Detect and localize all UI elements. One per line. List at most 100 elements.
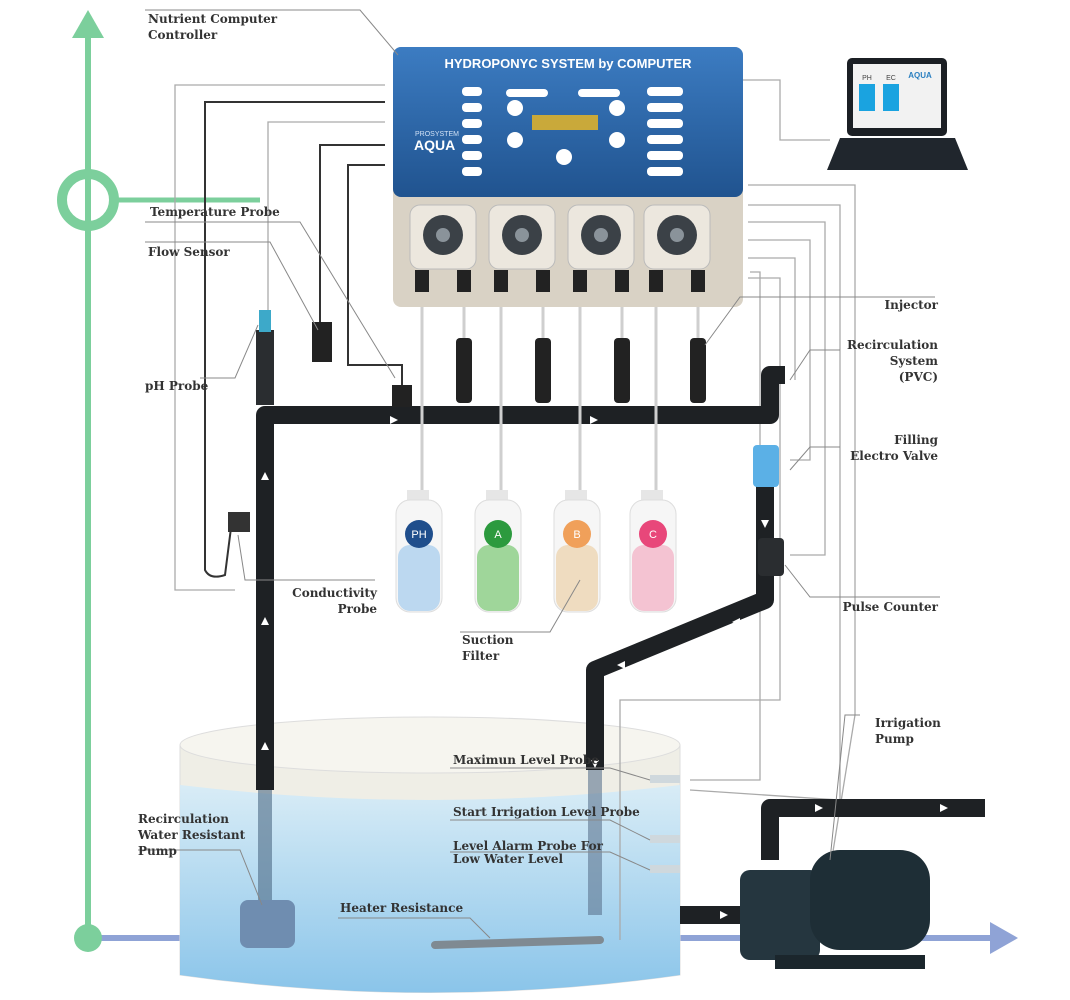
brand-small: PROSYSTEM: [415, 131, 459, 138]
panel-button: [462, 87, 482, 96]
flow-arrows: [261, 416, 948, 919]
water-tank: [179, 716, 681, 993]
label-controller-2: Controller: [148, 28, 218, 42]
panel-button: [462, 167, 482, 176]
flow-arrow-up-icon: [261, 617, 269, 625]
bottle-label: B: [573, 529, 580, 541]
label-recirc-pump-2: Water Resistant: [137, 828, 246, 842]
irrigation-pump: [740, 850, 930, 969]
pipes: [228, 310, 985, 924]
pump-fitting: [494, 270, 508, 292]
label-temperature-probe: Temperature Probe: [150, 205, 280, 219]
label-filling-valve-2: Electro Valve: [850, 449, 938, 463]
label-heater: Heater Resistance: [340, 901, 463, 915]
flow-arrow-right-icon: [720, 911, 728, 919]
panel-button: [578, 89, 620, 97]
laptop-ph-tile: PH: [862, 75, 872, 82]
flow-sensor: [312, 322, 332, 362]
injector: [535, 338, 551, 403]
pump-fitting: [649, 270, 663, 292]
label-recirc-system-3: (PVC): [899, 370, 938, 384]
panel-button: [462, 119, 482, 128]
label-irrigation-pump-2: Pump: [875, 732, 914, 746]
laptop: PH EC AQUA: [827, 58, 968, 170]
panel-button: [506, 89, 548, 97]
bottle-badge: [639, 520, 667, 548]
bottle-badge: [563, 520, 591, 548]
flow-arrow-down-icon: [761, 520, 769, 528]
lcd-display: [532, 115, 598, 130]
laptop-ec-tile: EC: [886, 75, 896, 82]
laptop-brand: AQUA: [908, 71, 932, 80]
pump-hub: [670, 228, 684, 242]
pump-fitting: [615, 270, 629, 292]
flow-arrow-up-icon: [261, 472, 269, 480]
label-recirc-system-1: Recirculation: [847, 338, 938, 352]
bottle-label: PH: [411, 529, 426, 541]
label-ph-probe: pH Probe: [145, 379, 209, 393]
label-max-level: Maximun Level Probe: [453, 753, 599, 767]
conductivity-probe: [228, 512, 250, 532]
pump-fitting: [415, 270, 429, 292]
flow-arrow-down-icon: [591, 760, 599, 768]
label-conductivity-1: Conductivity: [292, 586, 378, 600]
bottle-badge: [484, 520, 512, 548]
panel-button: [647, 151, 683, 160]
pulse-counter: [758, 538, 784, 576]
label-recirc-system-2: System: [890, 354, 939, 368]
axis-arrow-right-icon: [990, 922, 1018, 954]
panel-round-button: [556, 149, 572, 165]
label-level-alarm-2: Low Water Level: [453, 852, 564, 866]
flow-arrow-up-icon: [261, 742, 269, 750]
label-start-irrigation: Start Irrigation Level Probe: [453, 805, 640, 819]
panel-button: [647, 135, 683, 144]
panel-buttons: [462, 87, 683, 176]
label-flow-sensor: Flow Sensor: [148, 245, 230, 259]
controller-title: HYDROPONYC SYSTEM by COMPUTER: [444, 56, 692, 71]
panel-round-button: [507, 132, 523, 148]
nutrient-computer-controller: HYDROPONYC SYSTEM by COMPUTER PROSYSTEM …: [393, 47, 743, 307]
panel-button: [462, 103, 482, 112]
pump-fitting: [536, 270, 550, 292]
brand-aqua: AQUA: [414, 137, 455, 153]
panel-button: [462, 135, 482, 144]
pump-hub: [594, 228, 608, 242]
flow-arrow-right-icon: [940, 804, 948, 812]
label-conductivity-2: Probe: [338, 602, 378, 616]
panel-round-button: [609, 132, 625, 148]
ph-probe-tip: [259, 310, 271, 332]
panel-button: [462, 151, 482, 160]
flow-arrow-left-icon: [732, 618, 740, 626]
pump-hub: [436, 228, 450, 242]
label-level-alarm-1: Level Alarm Probe For: [453, 839, 604, 853]
bottle-cap: [407, 490, 429, 502]
axis-origin-dot: [74, 924, 102, 952]
bottle-cap: [565, 490, 587, 502]
bottles: PH A B C: [395, 292, 706, 613]
level-probes: [650, 775, 680, 873]
label-irrigation-pump-1: Irrigation: [875, 716, 941, 730]
leader-lines: [138, 9, 940, 939]
ph-probe: [256, 330, 274, 405]
pump-fitting: [573, 270, 587, 292]
panel-round-button: [507, 100, 523, 116]
filling-electro-valve: [753, 445, 779, 487]
label-filling-valve-1: Filling: [894, 433, 938, 447]
flow-arrow-right-icon: [815, 804, 823, 812]
label-pulse-counter: Pulse Counter: [843, 600, 939, 614]
peristaltic-pumps: [409, 204, 711, 292]
label-recirc-pump-3: Pump: [138, 844, 177, 858]
labels: Nutrient Computer Controller Temperature…: [137, 12, 941, 915]
bottle-liquid: [398, 545, 440, 611]
bottle-cap: [486, 490, 508, 502]
label-injector: Injector: [885, 298, 939, 312]
bottle-label: A: [494, 529, 502, 541]
pump-fitting: [691, 270, 705, 292]
injector: [690, 338, 706, 403]
bottle-label: C: [649, 529, 657, 541]
flow-arrow-left-icon: [617, 661, 625, 669]
injector: [614, 338, 630, 403]
bottle-cap: [641, 490, 663, 502]
label-recirc-pump-1: Recirculation: [138, 812, 229, 826]
